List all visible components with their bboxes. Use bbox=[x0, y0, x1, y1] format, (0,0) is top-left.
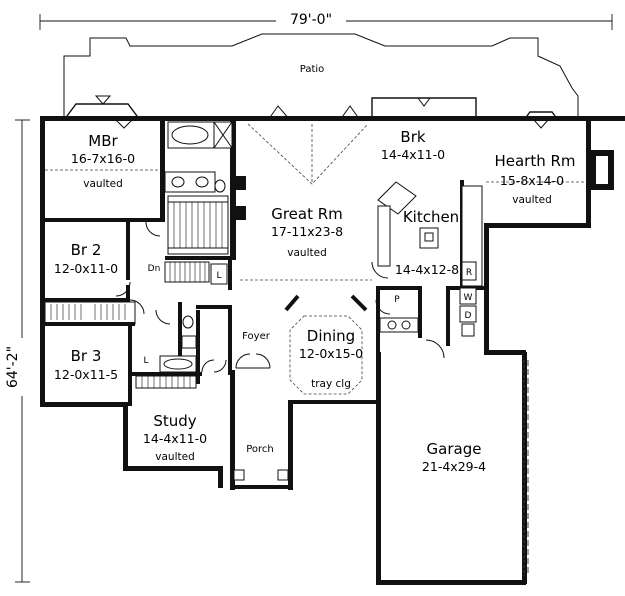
patio: Patio bbox=[63, 33, 579, 116]
study-size: 14-4x11-0 bbox=[143, 431, 207, 446]
mbr-name: MBr bbox=[88, 132, 118, 150]
hearth-note: vaulted bbox=[512, 194, 551, 206]
br3-size: 12-0x11-5 bbox=[54, 367, 118, 382]
garage-door bbox=[523, 360, 529, 576]
foyer-name: Foyer bbox=[242, 331, 271, 342]
pantry-label: P bbox=[394, 295, 400, 305]
br3-name: Br 3 bbox=[71, 347, 102, 365]
depth-dimension: 64'-2" bbox=[5, 119, 30, 583]
great-name: Great Rm bbox=[271, 205, 343, 223]
mbr-note: vaulted bbox=[83, 178, 122, 190]
hearth-size: 15-8x14-0 bbox=[500, 173, 564, 188]
width-dimension: 79'-0" bbox=[39, 10, 613, 30]
brk-name: Brk bbox=[400, 128, 425, 146]
rear-bays bbox=[63, 95, 559, 129]
great-note: vaulted bbox=[287, 247, 326, 259]
dining-size: 12-0x15-0 bbox=[299, 346, 363, 361]
room-labels: MBr 16-7x16-0 vaulted Brk 14-4x11-0 Hear… bbox=[54, 128, 576, 474]
interior-walls bbox=[44, 120, 486, 406]
hall-bath-fixtures bbox=[135, 315, 197, 389]
refrigerator-label: R bbox=[466, 268, 472, 278]
width-dimension-label: 79'-0" bbox=[290, 12, 332, 28]
master-bath-fixtures bbox=[164, 121, 233, 255]
linen-closet-label: L bbox=[216, 271, 221, 281]
dining-name: Dining bbox=[307, 327, 355, 345]
study-name: Study bbox=[153, 412, 196, 430]
dryer-label: D bbox=[465, 311, 472, 321]
garage-size: 21-4x29-4 bbox=[422, 459, 486, 474]
kitchen-fixtures bbox=[377, 181, 483, 337]
br2-size: 12-0x11-0 bbox=[54, 261, 118, 276]
exterior-walls bbox=[40, 116, 625, 585]
stairs-down-label: Dn bbox=[148, 264, 161, 274]
washer-label: W bbox=[464, 293, 473, 303]
kitchen-name: Kitchen bbox=[403, 208, 459, 226]
dining-note: tray clg bbox=[311, 378, 351, 390]
patio-label: Patio bbox=[300, 64, 325, 75]
porch-name: Porch bbox=[246, 444, 274, 455]
closet-hatching bbox=[50, 304, 126, 320]
great-room-ceiling bbox=[45, 123, 586, 281]
mbr-size: 16-7x16-0 bbox=[71, 151, 135, 166]
doors bbox=[115, 221, 445, 481]
brk-size: 14-4x11-0 bbox=[381, 147, 445, 162]
stairs bbox=[164, 261, 228, 285]
great-size: 17-11x23-8 bbox=[271, 224, 343, 239]
br2-name: Br 2 bbox=[71, 241, 102, 259]
dining-walls bbox=[284, 294, 368, 395]
kitchen-size: 14-4x12-8 bbox=[395, 262, 459, 277]
study-note: vaulted bbox=[155, 451, 194, 463]
hearth-name: Hearth Rm bbox=[494, 152, 575, 170]
linen-closet-2-label: L bbox=[143, 356, 148, 366]
garage-name: Garage bbox=[427, 440, 482, 458]
depth-dimension-label: 64'-2" bbox=[5, 346, 21, 388]
